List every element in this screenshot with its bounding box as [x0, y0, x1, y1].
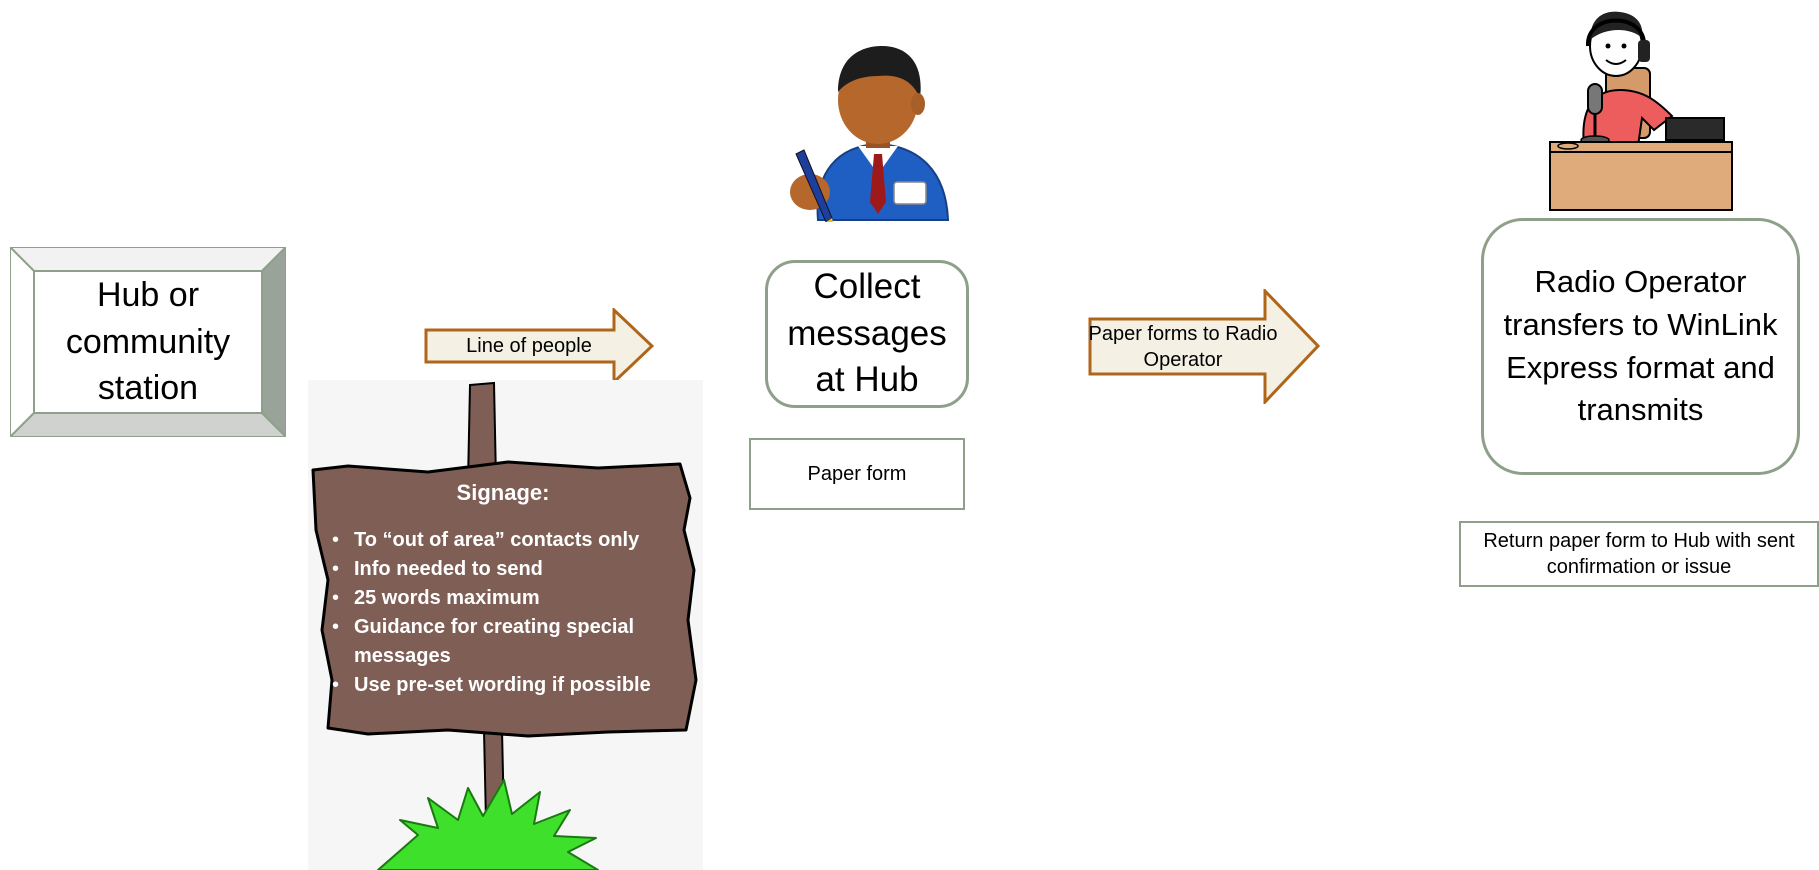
- hub-station-label: Hub or community station: [65, 275, 231, 408]
- paper-forms-label: Paper forms to Radio Operator: [1088, 322, 1278, 371]
- signage-item: 25 words maximum: [322, 584, 684, 613]
- signage-item: To “out of area” contacts only: [322, 526, 684, 555]
- radio-operator-icon: [1546, 6, 1736, 211]
- line-of-people-label: Line of people: [466, 335, 592, 357]
- paper-form-box: Paper form: [749, 438, 965, 510]
- return-paper-form-label: Return paper form to Hub with sent confi…: [1483, 530, 1795, 578]
- signage-item: Guidance for creating special messages: [322, 613, 684, 671]
- signpost: Signage: To “out of area” contacts only …: [308, 380, 703, 870]
- radio-operator-label: Radio Operator transfers to WinLink Expr…: [1503, 263, 1778, 428]
- collect-messages-label: Collect messages at Hub: [787, 266, 947, 400]
- paper-form-label: Paper form: [807, 463, 907, 485]
- return-paper-form-box: Return paper form to Hub with sent confi…: [1459, 521, 1819, 587]
- line-of-people-arrow: Line of people: [424, 308, 654, 384]
- radio-operator-box: Radio Operator transfers to WinLink Expr…: [1481, 218, 1800, 475]
- signage-text: Signage: To “out of area” contacts only …: [322, 480, 684, 700]
- signage-item: Use pre-set wording if possible: [322, 671, 684, 700]
- person-with-pen-icon: [778, 42, 964, 226]
- hub-station-box: Hub or community station: [10, 247, 286, 437]
- signage-title: Signage:: [456, 480, 550, 505]
- signage-list: To “out of area” contacts only Info need…: [322, 526, 684, 700]
- paper-forms-arrow: Paper forms to Radio Operator: [1088, 289, 1320, 404]
- collect-messages-box: Collect messages at Hub: [765, 260, 969, 408]
- signage-item: Info needed to send: [322, 555, 684, 584]
